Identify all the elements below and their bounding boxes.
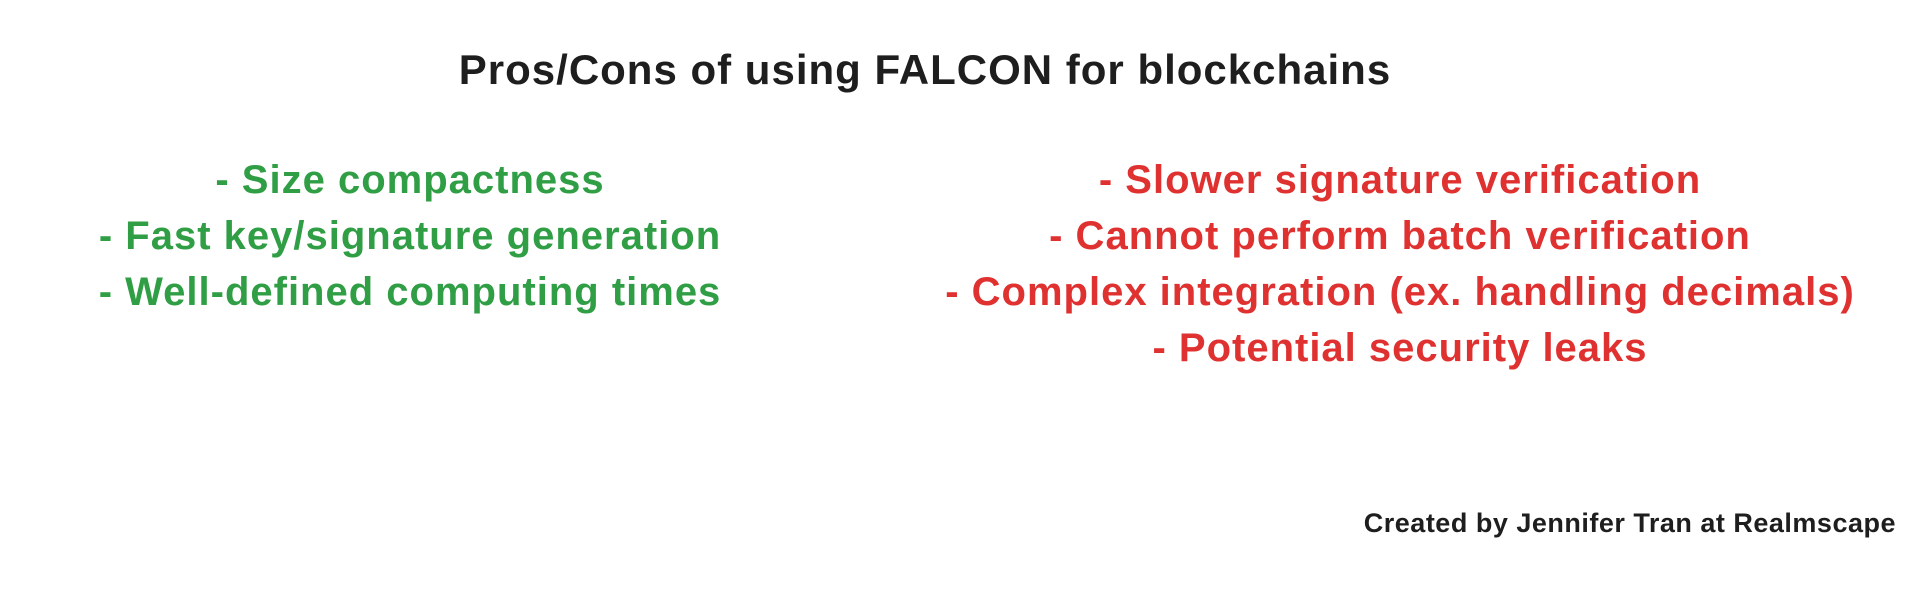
- cons-item: - Cannot perform batch verification: [1049, 214, 1751, 258]
- cons-item: - Complex integration (ex. handling deci…: [945, 270, 1855, 314]
- pros-item: - Fast key/signature generation: [98, 214, 722, 258]
- cons-item: - Potential security leaks: [1152, 326, 1648, 370]
- pros-item: - Size compactness: [215, 158, 605, 202]
- cons-item: - Slower signature verification: [1098, 158, 1702, 202]
- credit-text: Created by Jennifer Tran at Realmscape: [1363, 508, 1896, 538]
- page-title: Pros/Cons of using FALCON for blockchain…: [458, 46, 1392, 93]
- pros-item: - Well-defined computing times: [98, 270, 722, 314]
- pros-list: - Size compactness - Fast key/signature …: [30, 152, 790, 320]
- cons-list: - Slower signature verification - Cannot…: [860, 152, 1932, 376]
